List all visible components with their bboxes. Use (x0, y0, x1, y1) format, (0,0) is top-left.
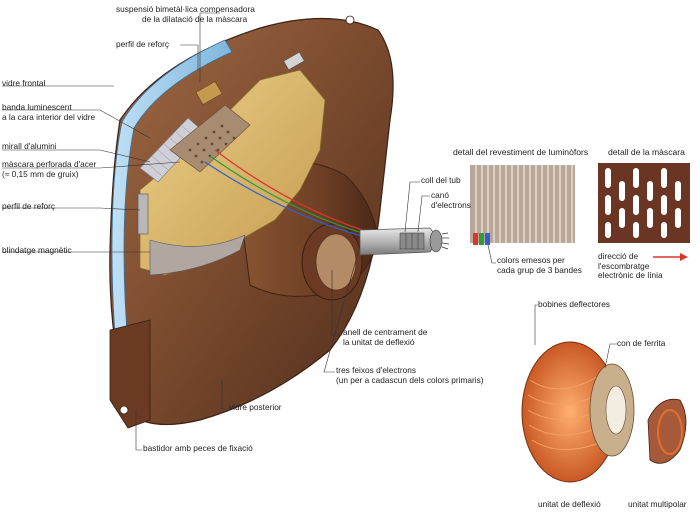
label-vidre-posterior: vidre posterior (229, 402, 282, 413)
label-direccio-line3: electrònic de línia (598, 270, 663, 280)
label-mascara: màscara perforada d'acer (≈ 0,15 mm de g… (2, 159, 97, 179)
mask-detail-slots (605, 168, 681, 238)
label-bobines-text: bobines deflectores (538, 299, 610, 309)
inner-cutaway (139, 69, 326, 276)
mount-lug-bottom (119, 405, 129, 415)
label-mirall-text: mirall d'alumini (2, 141, 57, 151)
scan-direction-arrow (653, 253, 688, 261)
reinforcement-profile-left (137, 193, 149, 235)
emitted-red (473, 233, 478, 245)
label-perfil-left: perfil de reforç (2, 201, 56, 212)
label-bimetal-line2: de la dilatació de la màscara (142, 13, 248, 24)
label-colors-line1: colors emesos per (497, 255, 565, 265)
mask-detail (598, 163, 690, 261)
emitted-blue (485, 233, 490, 245)
label-bimetal-line1: suspensió bimetàl·lica compensadora (116, 4, 255, 14)
label-feixos-line1: tres feixos d'electrons (336, 365, 416, 375)
label-bastidor: bastidor amb peces de fixació (143, 443, 253, 454)
deflection-unit (521, 341, 687, 483)
label-coll: coll del tub (421, 175, 461, 186)
mount-lug-top (345, 15, 355, 25)
label-direccio: direcció de l'escombratge electrònic de … (598, 251, 663, 281)
label-anell-line2: la unitat de deflexió (343, 336, 415, 347)
label-perfil-left-text: perfil de reforç (2, 201, 56, 211)
label-banda-line2: a la cara interior del vidre (2, 111, 96, 122)
label-colors-line2: cada grup de 3 bandes (497, 264, 582, 275)
label-bimetal: suspensió bimetàl·lica compensadora de l… (116, 4, 255, 24)
leader-lines (2, 12, 617, 451)
reinforcement-profile-top (195, 81, 223, 105)
label-perfil-top: perfil de reforç (116, 39, 170, 50)
label-direccio-line2: l'escombratge (598, 260, 650, 271)
neck-base (429, 229, 443, 253)
electron-gun (399, 232, 425, 250)
label-banda: banda luminescent a la cara interior del… (2, 102, 96, 122)
mask-holes (188, 124, 236, 164)
label-coll-text: coll del tub (421, 175, 461, 185)
label-ferrita: con de ferrita (617, 338, 666, 349)
label-direccio-line1: direcció de (598, 251, 639, 261)
label-perfil-top-text: perfil de reforç (116, 39, 170, 49)
mounting-frame (109, 319, 151, 429)
label-vidre-frontal-text: vidre frontal (2, 78, 46, 88)
label-unitat-deflexio: unitat de deflexió (538, 499, 601, 510)
mask-detail-panel (598, 163, 690, 243)
label-cano: canó d'electrons (431, 190, 471, 210)
label-vidre-posterior-text: vidre posterior (229, 402, 282, 412)
shadow-mask (169, 104, 251, 173)
title-detall-revestiment-text: detall del revestiment de luminòfors (453, 147, 589, 157)
phosphor-detail (470, 165, 575, 245)
magnetic-shield (149, 234, 246, 276)
multipolar-ring (657, 409, 683, 455)
label-unitat-multipolar-text: unitat multipolar (628, 499, 687, 509)
label-banda-line1: banda luminescent (2, 102, 72, 112)
label-blindatge: blindatge magnètic (2, 245, 72, 256)
label-colors: colors emesos per cada grup de 3 bandes (497, 255, 582, 275)
label-unitat-deflexio-text: unitat de deflexió (538, 499, 601, 509)
label-cano-line2: d'electrons (431, 199, 471, 210)
label-vidre-frontal: vidre frontal (2, 78, 46, 89)
title-detall-mascara: detall de la màscara (608, 147, 685, 158)
ferrite-cone-inner (605, 385, 627, 435)
label-blindatge-text: blindatge magnètic (2, 245, 72, 255)
label-ferrita-text: con de ferrita (617, 338, 666, 348)
multipolar-unit (647, 398, 687, 464)
label-bobines: bobines deflectores (538, 299, 610, 310)
label-mirall: mirall d'alumini (2, 141, 57, 152)
label-mascara-line2: (≈ 0,15 mm de gruix) (2, 168, 79, 179)
title-detall-mascara-text: detall de la màscara (608, 147, 685, 157)
bimetal-suspension (283, 51, 305, 71)
ring-inner (315, 233, 357, 291)
label-bastidor-text: bastidor amb peces de fixació (143, 443, 253, 453)
neck-pins (441, 232, 450, 250)
label-anell-line1: anell de centrament de (343, 327, 428, 337)
label-feixos: tres feixos d'electrons (un per a cadasc… (336, 365, 484, 385)
label-feixos-line2: (un per a cadascun dels colors primaris) (336, 374, 484, 385)
emitted-green (479, 233, 484, 245)
label-anell: anell de centrament de la unitat de defl… (343, 327, 428, 347)
label-cano-line1: canó (431, 190, 449, 200)
crt-tube (109, 15, 450, 429)
label-mascara-line1: màscara perforada d'acer (2, 159, 97, 169)
label-unitat-multipolar: unitat multipolar (628, 499, 687, 510)
phosphor-detail-stripes (475, 165, 573, 243)
title-detall-revestiment: detall del revestiment de luminòfors (453, 147, 589, 158)
